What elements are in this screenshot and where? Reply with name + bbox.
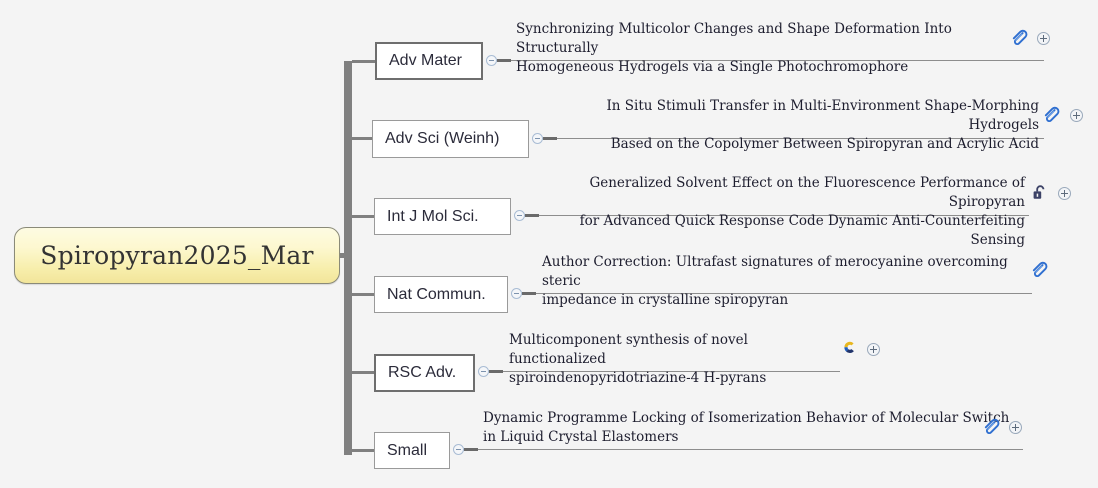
leaf-underline bbox=[478, 449, 1023, 450]
leaf-node-3[interactable]: Generalized Solvent Effect on the Fluore… bbox=[538, 174, 1025, 250]
leaf-connector bbox=[525, 214, 539, 217]
branch-stub bbox=[352, 293, 377, 296]
collapse-minus-circle-icon[interactable] bbox=[532, 133, 543, 144]
root-node[interactable]: Spiropyran2025_Mar bbox=[14, 227, 340, 284]
branch-node-label: Adv Sci (Weinh) bbox=[385, 130, 500, 147]
paperclip-icon[interactable] bbox=[1030, 261, 1048, 279]
root-node-label: Spiropyran2025_Mar bbox=[40, 241, 314, 270]
branch-stub bbox=[352, 371, 377, 374]
trunk-line bbox=[344, 61, 352, 455]
collapse-minus-circle-icon[interactable] bbox=[486, 55, 497, 66]
branch-node-label: Int J Mol Sci. bbox=[387, 207, 479, 225]
leaf-title: Multicomponent synthesis of novel functi… bbox=[509, 332, 767, 386]
plus-circle-icon[interactable] bbox=[1070, 109, 1083, 122]
collapse-minus-circle-icon[interactable] bbox=[453, 444, 464, 455]
branch-node-int-j-mol-sci[interactable]: Int J Mol Sci. bbox=[374, 198, 511, 235]
leaf-node-5[interactable]: Multicomponent synthesis of novel functi… bbox=[509, 331, 849, 388]
leaf-connector bbox=[543, 137, 557, 140]
paperclip-icon[interactable] bbox=[1010, 29, 1028, 47]
leaf-underline bbox=[536, 293, 1032, 294]
branch-node-label: RSC Adv. bbox=[388, 364, 457, 381]
branch-node-label: Nat Commun. bbox=[387, 285, 486, 303]
root-connector-stub bbox=[340, 253, 346, 258]
chemistry-c-logo-icon[interactable] bbox=[841, 339, 858, 357]
branch-node-label: Adv Mater bbox=[389, 52, 462, 69]
branch-node-label: Small bbox=[387, 441, 428, 459]
plus-circle-icon[interactable] bbox=[867, 343, 880, 356]
leaf-title: Dynamic Programme Locking of Isomerizati… bbox=[483, 410, 1010, 445]
branch-node-small[interactable]: Small bbox=[374, 432, 450, 469]
branch-node-adv-mater[interactable]: Adv Mater bbox=[375, 42, 483, 80]
leaf-connector bbox=[489, 370, 503, 373]
leaf-title: Author Correction: Ultrafast signatures … bbox=[542, 254, 1008, 308]
branch-stub bbox=[352, 60, 380, 63]
paperclip-icon[interactable] bbox=[982, 418, 1000, 436]
plus-circle-icon[interactable] bbox=[1037, 32, 1050, 45]
leaf-node-2[interactable]: In Situ Stimuli Transfer in Multi-Enviro… bbox=[556, 97, 1039, 154]
leaf-underline bbox=[511, 60, 1044, 61]
branch-node-nat-commun[interactable]: Nat Commun. bbox=[374, 276, 508, 313]
collapse-minus-circle-icon[interactable] bbox=[514, 210, 525, 221]
leaf-underline bbox=[539, 215, 1029, 216]
leaf-title: In Situ Stimuli Transfer in Multi-Enviro… bbox=[606, 98, 1039, 152]
collapse-minus-circle-icon[interactable] bbox=[478, 366, 489, 377]
leaf-connector bbox=[497, 59, 511, 62]
paperclip-icon[interactable] bbox=[1042, 106, 1060, 124]
leaf-node-6[interactable]: Dynamic Programme Locking of Isomerizati… bbox=[483, 409, 1023, 447]
collapse-minus-circle-icon[interactable] bbox=[511, 288, 522, 299]
branch-stub bbox=[352, 137, 377, 140]
leaf-title: Synchronizing Multicolor Changes and Sha… bbox=[516, 21, 952, 75]
leaf-title: Generalized Solvent Effect on the Fluore… bbox=[579, 175, 1025, 248]
leaf-underline bbox=[557, 138, 1044, 139]
leaf-node-4[interactable]: Author Correction: Ultrafast signatures … bbox=[542, 253, 1032, 310]
branch-stub bbox=[352, 215, 377, 218]
branch-node-rsc-adv[interactable]: RSC Adv. bbox=[374, 354, 475, 392]
plus-circle-icon[interactable] bbox=[1009, 421, 1022, 434]
open-lock-icon[interactable] bbox=[1032, 184, 1049, 202]
leaf-connector bbox=[522, 292, 536, 295]
leaf-underline bbox=[503, 371, 840, 372]
leaf-connector bbox=[464, 448, 478, 451]
leaf-node-1[interactable]: Synchronizing Multicolor Changes and Sha… bbox=[516, 20, 1016, 77]
plus-circle-icon[interactable] bbox=[1058, 187, 1071, 200]
branch-stub bbox=[352, 449, 377, 452]
branch-node-adv-sci-weinh[interactable]: Adv Sci (Weinh) bbox=[372, 120, 529, 158]
